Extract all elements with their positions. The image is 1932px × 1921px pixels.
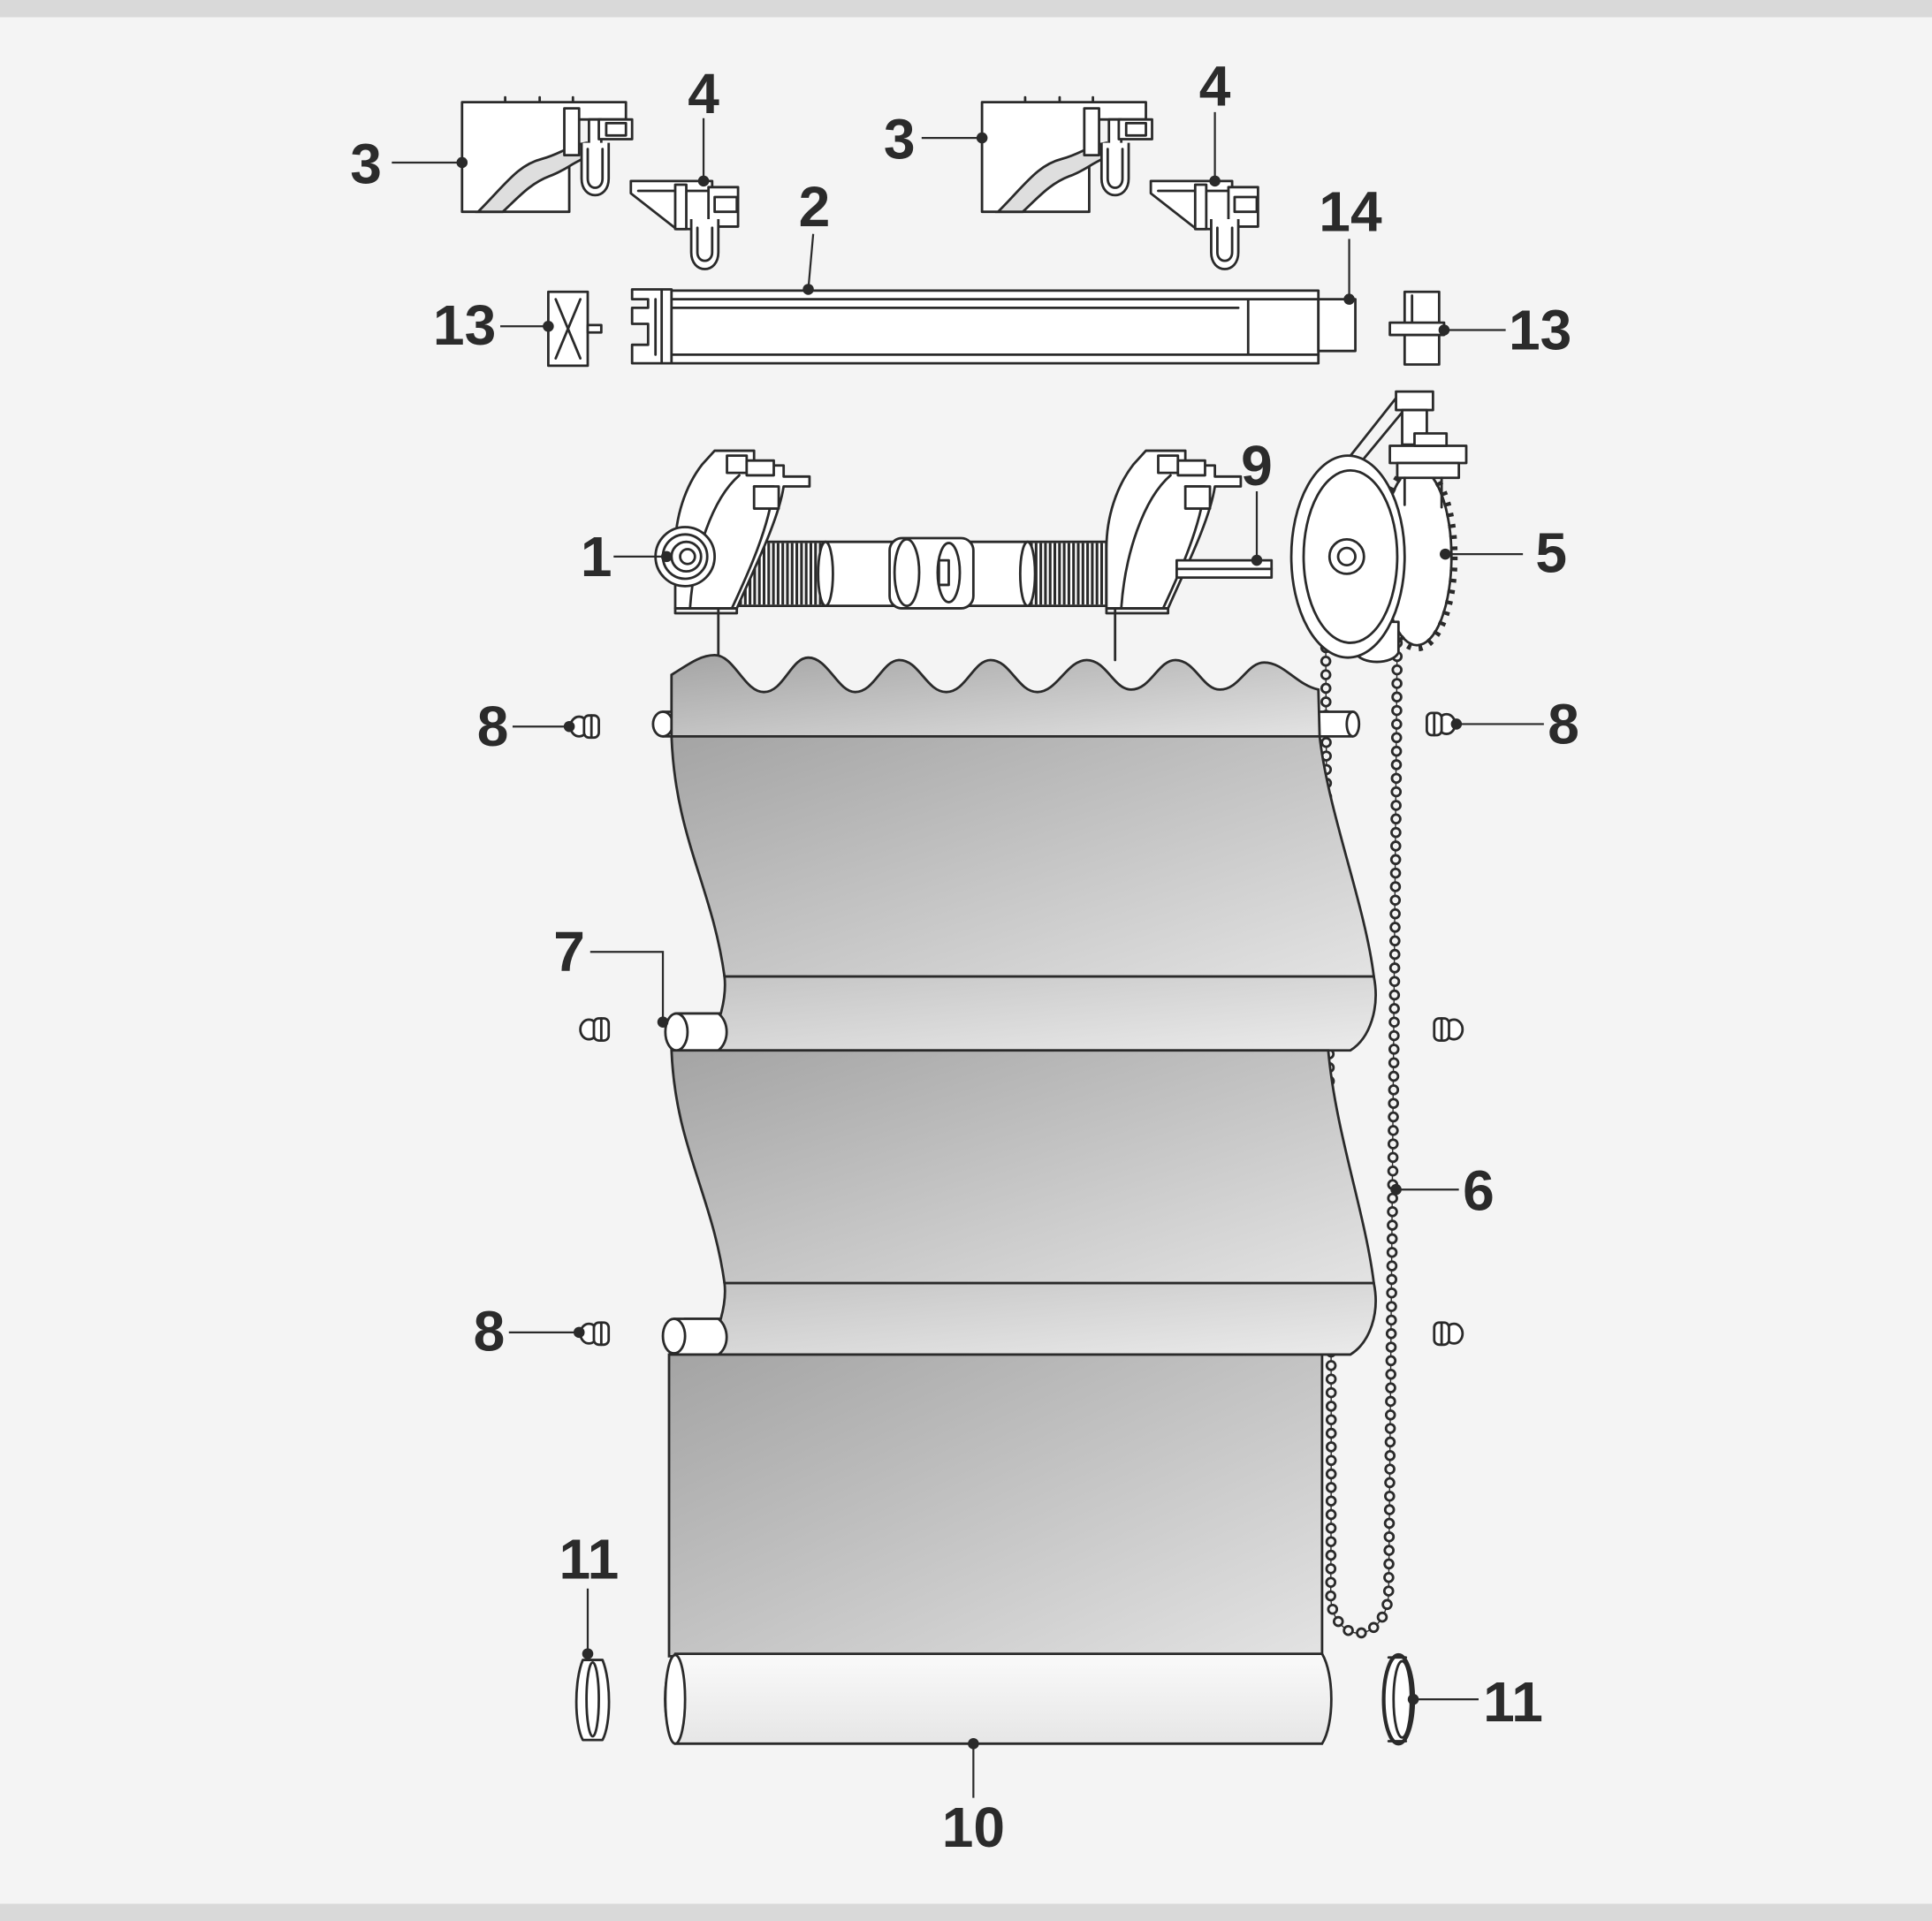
fabric-fold <box>683 1281 1377 1356</box>
callout-label: 13 <box>433 293 496 357</box>
fabric-panel <box>670 734 1376 978</box>
callout-label: 8 <box>474 1299 506 1363</box>
rail-end-cap-right <box>1388 290 1446 366</box>
control-rod <box>1175 558 1274 579</box>
pin-right-middle <box>1433 1017 1464 1042</box>
callout-label: 3 <box>350 132 382 195</box>
leader-lines <box>392 111 1544 1798</box>
top-frame-strip <box>0 0 1932 18</box>
callout-label: 13 <box>1509 298 1571 361</box>
rail-end-cap-left <box>546 290 603 368</box>
spring-left <box>739 540 834 608</box>
bracket-clip-left <box>629 179 740 270</box>
callout-label: 14 <box>1319 180 1382 244</box>
callout-label: 7 <box>553 920 585 983</box>
fabric <box>651 653 1377 1658</box>
callout-label: 11 <box>1483 1670 1543 1734</box>
pin-left-middle <box>579 1017 611 1042</box>
fabric-fold <box>683 975 1377 1052</box>
callout-label: 4 <box>688 62 719 125</box>
bracket-clip-right <box>1149 179 1259 270</box>
head-rail <box>630 288 1357 365</box>
mounting-bracket-right <box>980 95 1153 214</box>
callout-label: 1 <box>581 525 612 588</box>
pin-left-bottom <box>579 1321 611 1347</box>
coupling <box>888 536 975 610</box>
mounting-bracket-left <box>460 95 634 214</box>
pin-right-bottom <box>1433 1321 1464 1347</box>
roller-assembly <box>654 449 1243 662</box>
bar-end-cap-left <box>574 1659 611 1742</box>
callout-label: 4 <box>1199 55 1231 118</box>
bar-end-cap-right <box>1381 1652 1416 1746</box>
pin-right-top <box>1426 711 1457 737</box>
callout-label: 8 <box>477 695 509 758</box>
callout-label: 9 <box>1241 434 1273 497</box>
fabric-panel <box>667 1353 1324 1658</box>
callout-label: 5 <box>1535 521 1567 585</box>
callout-labels: 3 4 3 4 2 14 13 13 9 1 5 8 8 7 6 8 11 11… <box>350 55 1579 1860</box>
callout-label: 2 <box>799 175 831 239</box>
fabric-panel <box>670 1049 1376 1285</box>
callout-label: 3 <box>884 107 916 171</box>
bottom-bar <box>664 1652 1333 1745</box>
callout-label: 10 <box>942 1796 1005 1859</box>
callout-label: 6 <box>1463 1159 1495 1223</box>
fold-rod-end <box>664 1012 728 1052</box>
bottom-frame-strip <box>0 1903 1932 1921</box>
callout-label: 11 <box>559 1527 619 1591</box>
fold-rod-end <box>661 1317 728 1356</box>
chain-mechanism <box>1289 390 1468 664</box>
callout-label: 8 <box>1548 692 1579 755</box>
end-gear <box>654 526 716 588</box>
fabric-top-panel <box>670 653 1321 738</box>
roller-bracket-right <box>1105 449 1243 615</box>
